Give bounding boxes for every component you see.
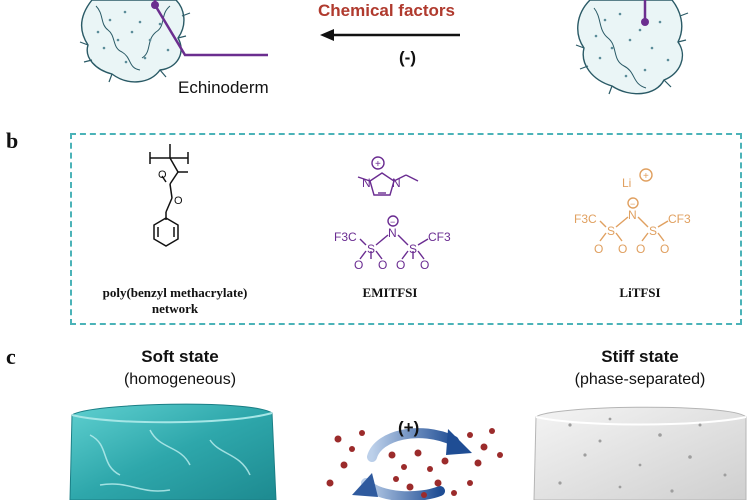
litfsi-s1: S bbox=[607, 224, 615, 238]
emitfsi-plus: + bbox=[375, 159, 381, 170]
litfsi-cf3: CF3 bbox=[668, 212, 691, 226]
litfsi-f3c: F3C bbox=[574, 212, 597, 226]
pbma-name: poly(benzyl methacrylate) network bbox=[80, 285, 270, 317]
stiff-state-subtitle: (phase-separated) bbox=[574, 371, 706, 388]
emitfsi-structure: N + N F3C S N − S CF3 O O O O bbox=[334, 156, 451, 272]
litfsi-minus: − bbox=[630, 199, 635, 209]
litfsi-li: Li bbox=[622, 176, 631, 190]
emitfsi-n2: N bbox=[392, 176, 401, 190]
litfsi-o3: O bbox=[636, 242, 645, 256]
litfsi-name: LiTFSI bbox=[619, 285, 661, 300]
emitfsi-n-cation: N bbox=[362, 176, 371, 190]
panel-c-sign: (+) bbox=[398, 418, 420, 437]
litfsi-o1: O bbox=[594, 242, 603, 256]
panel-b-letter: b bbox=[6, 128, 19, 153]
svg-text:O: O bbox=[158, 169, 167, 181]
emitfsi-n-anion: N bbox=[388, 226, 397, 240]
litfsi-n-anion: N bbox=[628, 208, 637, 222]
stiff-state-cube bbox=[533, 406, 747, 500]
emitfsi-minus: − bbox=[390, 217, 395, 227]
pbma-name-line1: poly(benzyl methacrylate) bbox=[102, 285, 248, 300]
litfsi-structure: Li + F3C S N − S CF3 O O O O bbox=[574, 168, 691, 256]
exchange-arrows bbox=[352, 428, 472, 500]
ion-particles bbox=[326, 428, 503, 498]
svg-text:O: O bbox=[174, 195, 183, 207]
emitfsi-name: EMITFSI bbox=[362, 285, 418, 300]
litfsi-plus: + bbox=[643, 171, 649, 182]
emitfsi-o4: O bbox=[420, 258, 429, 272]
emitfsi-cf3: CF3 bbox=[428, 230, 451, 244]
emitfsi-s1: S bbox=[367, 242, 375, 256]
emitfsi-o1: O bbox=[354, 258, 363, 272]
pointer-dot bbox=[151, 1, 159, 9]
emitfsi-s2: S bbox=[409, 242, 417, 256]
soft-state-cube bbox=[69, 403, 277, 500]
panel-a-graphic bbox=[79, 0, 689, 95]
echinoderm-left-illustration bbox=[79, 0, 191, 83]
panel-c-graphic bbox=[69, 403, 747, 500]
soft-state-subtitle: (homogeneous) bbox=[123, 371, 237, 388]
panel-c-letter: c bbox=[6, 344, 16, 369]
panel-a-sign: (-) bbox=[399, 48, 416, 67]
pbma-name-line2: network bbox=[151, 301, 199, 316]
left-arrow bbox=[320, 29, 460, 41]
echinoderm-label: Echinoderm bbox=[178, 78, 269, 97]
emitfsi-f3c: F3C bbox=[334, 230, 357, 244]
pbma-structure: O O bbox=[149, 144, 189, 247]
emitfsi-o3: O bbox=[396, 258, 405, 272]
litfsi-s2: S bbox=[649, 224, 657, 238]
stiff-state-title: Stiff state bbox=[601, 347, 679, 366]
soft-state-title: Soft state bbox=[141, 347, 219, 366]
echinoderm-right-illustration bbox=[575, 0, 689, 95]
litfsi-o2: O bbox=[618, 242, 627, 256]
litfsi-o4: O bbox=[660, 242, 669, 256]
chemical-factors-label: Chemical factors bbox=[318, 1, 455, 20]
emitfsi-o2: O bbox=[378, 258, 387, 272]
chemical-structures-box bbox=[70, 133, 742, 325]
